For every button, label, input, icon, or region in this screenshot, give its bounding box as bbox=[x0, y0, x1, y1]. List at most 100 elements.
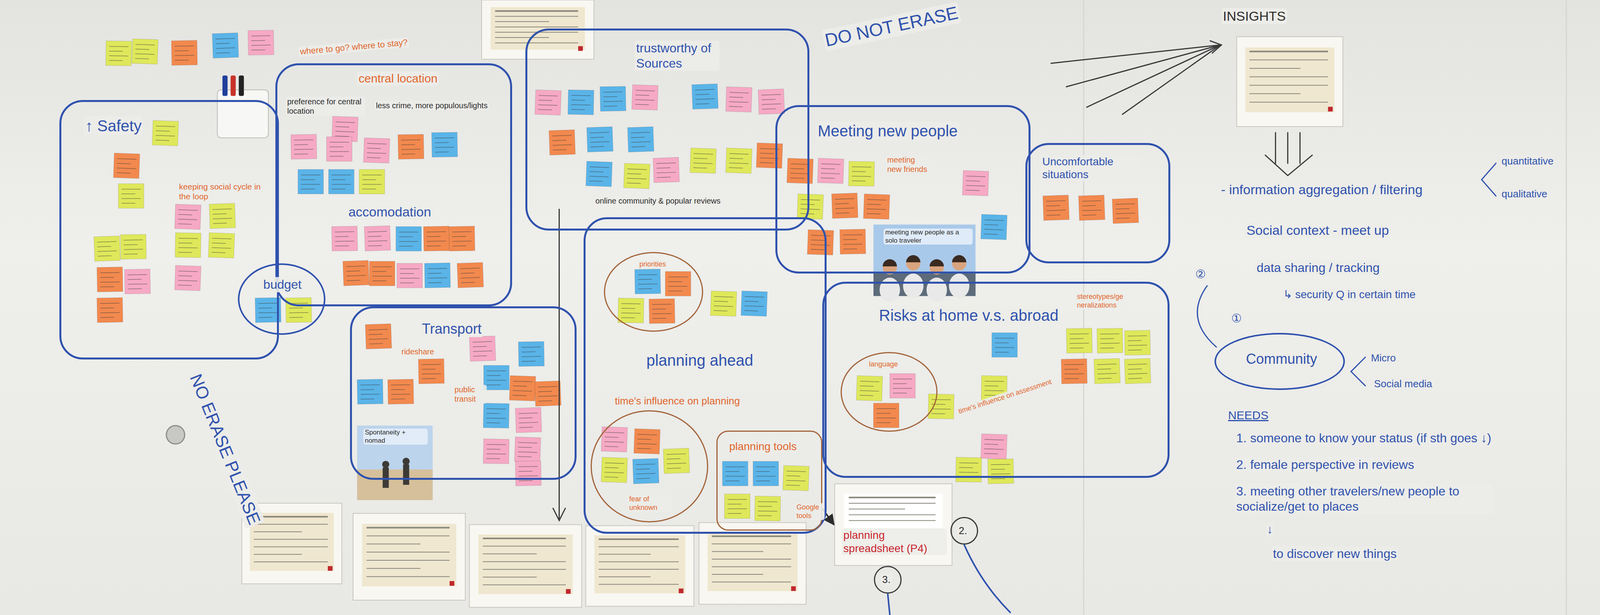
sticky-paper bbox=[124, 268, 151, 294]
sticky-note bbox=[342, 260, 370, 286]
sticky-writing bbox=[1127, 340, 1142, 342]
sticky-paper bbox=[209, 203, 236, 229]
sticky-writing bbox=[100, 307, 115, 309]
sticky-note bbox=[396, 226, 422, 252]
sticky-writing bbox=[100, 302, 120, 304]
marker-pen bbox=[222, 75, 228, 96]
sticky-writing bbox=[362, 174, 382, 176]
sticky-writing bbox=[635, 468, 650, 470]
sticky-writing bbox=[100, 316, 115, 318]
sticky-writing bbox=[121, 188, 141, 190]
sticky-writing bbox=[729, 153, 749, 155]
sticky-writing bbox=[785, 484, 800, 486]
sticky-writing bbox=[859, 385, 874, 387]
sticky-note bbox=[691, 83, 718, 110]
sticky-writing bbox=[518, 475, 538, 477]
marker-pen bbox=[238, 75, 244, 96]
sticky-writing bbox=[521, 355, 542, 357]
sticky-writing bbox=[518, 480, 533, 481]
photo-body bbox=[903, 273, 924, 299]
sticky-writing bbox=[590, 146, 605, 147]
sticky-writing bbox=[399, 241, 419, 242]
sticky-paper bbox=[515, 407, 542, 433]
sticky-writing bbox=[346, 275, 366, 277]
photo-sand bbox=[357, 469, 433, 500]
annotation-text: accomodation bbox=[346, 203, 433, 220]
sticky-note bbox=[627, 126, 654, 152]
sticky-writing bbox=[127, 283, 147, 285]
sticky-writing bbox=[460, 277, 481, 279]
printed-sheet bbox=[834, 483, 952, 566]
sticky-writing bbox=[725, 475, 745, 477]
print-line bbox=[253, 523, 328, 525]
sticky-writing bbox=[366, 157, 381, 158]
sticky-writing bbox=[155, 130, 170, 132]
sticky-writing bbox=[994, 337, 1015, 339]
sticky-writing bbox=[984, 219, 1004, 221]
sticky-writing bbox=[604, 446, 618, 447]
sticky-note bbox=[483, 403, 509, 429]
sticky-note bbox=[331, 226, 358, 252]
sticky-writing bbox=[666, 458, 681, 459]
sticky-writing bbox=[258, 302, 278, 304]
sticky-paper bbox=[1061, 358, 1088, 384]
sticky-note bbox=[364, 225, 391, 252]
sticky-writing bbox=[301, 183, 321, 185]
paper-sheet bbox=[469, 524, 582, 608]
sticky-writing bbox=[635, 464, 656, 465]
sticky-paper bbox=[152, 120, 179, 146]
sticky-writing bbox=[123, 244, 138, 245]
sticky-writing bbox=[637, 438, 652, 440]
paper-sheet bbox=[1236, 36, 1343, 127]
sticky-writing bbox=[116, 172, 131, 174]
sticky-writing bbox=[421, 368, 436, 370]
sticky-paper bbox=[105, 40, 132, 66]
sticky-paper bbox=[423, 226, 450, 252]
sticky-note bbox=[634, 268, 661, 294]
group-photo bbox=[873, 224, 976, 303]
sticky-note bbox=[1124, 330, 1151, 356]
sticky-writing bbox=[761, 103, 781, 105]
sticky-writing bbox=[135, 44, 155, 46]
sticky-writing bbox=[517, 456, 532, 457]
sticky-writing bbox=[251, 35, 271, 37]
affinity-cluster: Meeting new peoplemeeting new friends bbox=[775, 105, 1031, 274]
region-line bbox=[887, 593, 890, 615]
sticky-writing bbox=[668, 285, 688, 287]
sticky-writing bbox=[1128, 349, 1142, 351]
sticky-writing bbox=[1082, 210, 1102, 211]
sticky-writing bbox=[637, 274, 658, 275]
sticky-writing bbox=[517, 446, 532, 448]
sticky-note bbox=[807, 229, 834, 256]
sticky-writing bbox=[452, 245, 467, 247]
print-line bbox=[366, 526, 450, 529]
sticky-paper bbox=[753, 461, 779, 486]
sticky-writing bbox=[790, 168, 805, 169]
sticky-paper bbox=[483, 403, 509, 429]
sticky-writing bbox=[1115, 203, 1135, 205]
sticky-writing bbox=[427, 267, 447, 269]
print-line bbox=[598, 568, 679, 570]
cluster-heading: language bbox=[867, 360, 900, 369]
callout-number: ② bbox=[1193, 267, 1208, 282]
sticky-writing bbox=[1128, 368, 1142, 370]
sticky-paper bbox=[363, 137, 390, 164]
sticky-writing bbox=[695, 98, 715, 100]
sticky-note bbox=[633, 428, 661, 454]
sticky-writing bbox=[108, 60, 123, 61]
sticky-note bbox=[396, 263, 423, 288]
sticky-note bbox=[298, 169, 324, 195]
sticky-note bbox=[980, 214, 1008, 240]
sticky-writing bbox=[725, 471, 740, 472]
photo-figure bbox=[382, 467, 390, 488]
sticky-writing bbox=[360, 393, 380, 395]
print-line bbox=[711, 551, 764, 552]
sticky-writing bbox=[400, 273, 414, 274]
handwritten-note: to discover new things bbox=[1271, 546, 1399, 561]
sticky-writing bbox=[329, 155, 344, 157]
sticky-writing bbox=[1127, 364, 1147, 365]
sticky-writing bbox=[667, 467, 681, 469]
sticky-paper bbox=[120, 234, 147, 260]
affinity-cluster: ↑ Safetykeeping social cycle in the loop bbox=[59, 100, 280, 360]
sticky-writing bbox=[713, 305, 733, 307]
